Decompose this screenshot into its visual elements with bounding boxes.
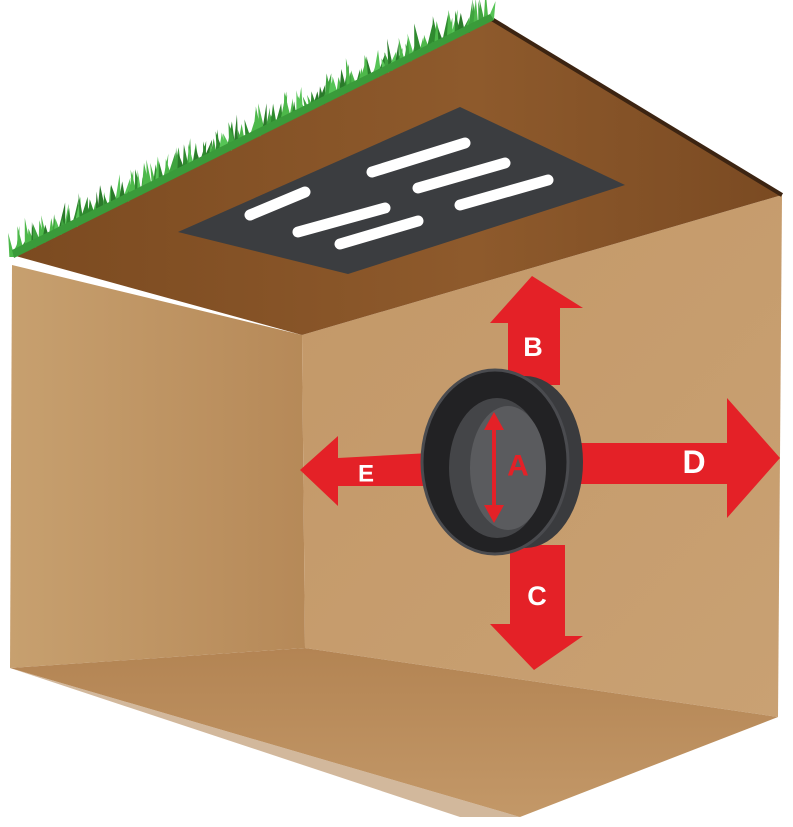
floor-front-shade <box>10 668 520 817</box>
label-c: C <box>527 581 547 611</box>
grass-blade <box>24 217 31 250</box>
floor <box>10 648 778 817</box>
arrow-a-diameter <box>484 412 504 523</box>
grate-slot <box>334 215 424 250</box>
diameter-head-bottom <box>484 505 504 523</box>
grass-blade <box>8 232 15 257</box>
grass-blade <box>262 103 268 132</box>
grass-blade <box>17 226 25 253</box>
grass-strip <box>8 0 496 258</box>
grass-blade <box>114 174 122 205</box>
grate-plate <box>178 107 625 274</box>
grate-slot <box>244 186 311 221</box>
grass-blade <box>414 23 423 55</box>
drain-grate <box>178 107 625 274</box>
pipe-rim-highlight <box>420 368 570 556</box>
pipe <box>420 368 583 556</box>
diameter-head-top <box>484 412 504 430</box>
ceiling-edge <box>488 16 784 197</box>
label-a: A <box>507 450 529 483</box>
grass-blade <box>366 56 373 79</box>
arrow-d-right <box>580 398 780 518</box>
grass-blade <box>146 159 153 189</box>
grass-blade <box>473 0 479 27</box>
grate-slot <box>412 157 511 194</box>
grass-blade <box>407 33 415 59</box>
label-b: B <box>523 332 543 362</box>
label-e: E <box>358 461 374 488</box>
grass-blade <box>244 119 252 140</box>
grass-blade <box>233 114 239 146</box>
grass-blade <box>78 193 84 223</box>
grass-blade <box>130 169 138 197</box>
grate-slot <box>454 174 554 211</box>
arrow-b-up <box>490 276 583 385</box>
arrow-c-down <box>490 545 583 670</box>
grass-blade <box>188 143 195 168</box>
grate-slots <box>244 137 554 250</box>
arrows <box>300 276 780 670</box>
label-d: D <box>682 444 705 480</box>
pipe-inner-wall <box>470 406 546 530</box>
grate-slot <box>366 137 471 178</box>
grate-slot <box>292 202 391 238</box>
grass-base <box>12 14 494 258</box>
arrow-e-left <box>300 436 430 506</box>
left-wall <box>10 265 305 668</box>
